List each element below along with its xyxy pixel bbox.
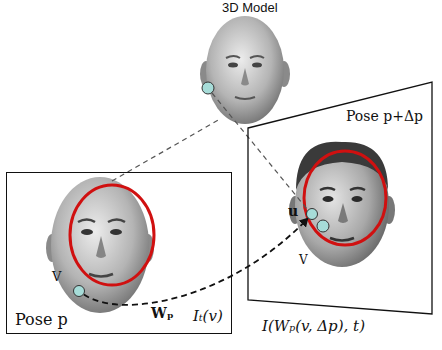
model-point: [202, 82, 214, 94]
projection-line: [212, 93, 307, 209]
node-label: u: [288, 203, 298, 219]
image-plane: Pose p+ΔpI(Wₚ(v, Δp), t)u: [248, 82, 432, 314]
node-label: Pose p: [15, 311, 68, 329]
feature-point: V: [73, 285, 85, 297]
warp-arrow: [84, 218, 308, 305]
node-caption: I(Wₚ(v, Δp), t): [262, 318, 365, 335]
image-frame: Pose p Iₜ(v) V: [6, 172, 232, 334]
node-caption: Iₜ(v): [193, 308, 223, 325]
free-label: V: [299, 254, 308, 268]
edge-label: Wₚ: [150, 305, 175, 321]
free-label: 3D Model: [222, 1, 278, 16]
source-face: [46, 177, 154, 313]
node-label: Pose p+Δp: [346, 108, 423, 124]
feature-point: u: [306, 208, 318, 220]
node-label: V: [52, 270, 61, 285]
target-face: [289, 142, 395, 267]
model-head: [200, 16, 290, 124]
warped-point: [317, 220, 329, 232]
